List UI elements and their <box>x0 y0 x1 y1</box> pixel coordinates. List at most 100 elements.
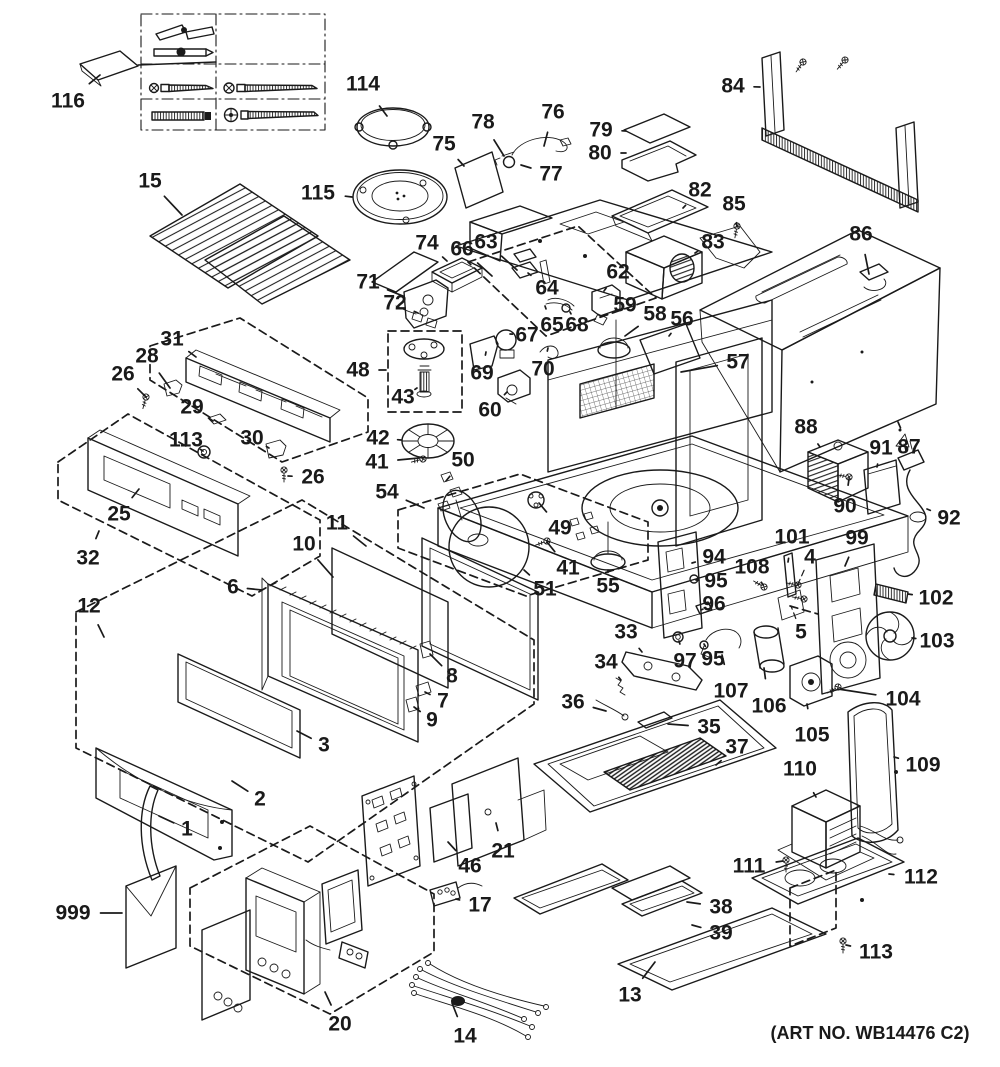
callout-label-105: 105 <box>794 724 829 747</box>
callout-leader-39 <box>691 924 702 929</box>
plate-5 <box>777 589 805 621</box>
callout-label-46: 46 <box>458 855 481 878</box>
callout-label-33: 33 <box>614 621 637 644</box>
callout-label-99: 99 <box>845 527 868 550</box>
door-frame-6 <box>261 577 419 743</box>
callout-leader-10 <box>317 558 334 578</box>
callout-leader-4 <box>797 569 805 585</box>
callout-label-3: 3 <box>318 734 330 757</box>
mounting-template <box>79 50 217 87</box>
callout-label-37: 37 <box>725 736 748 759</box>
thermostat-and-wire <box>494 137 572 169</box>
callout-label-68: 68 <box>565 314 589 337</box>
callout-label-77: 77 <box>539 163 562 186</box>
callout-leader-96 <box>700 608 704 611</box>
callout-label-6: 6 <box>227 576 239 599</box>
callout-leader-49 <box>538 502 548 513</box>
callout-label-94: 94 <box>702 546 726 569</box>
exhaust-fan-assembly <box>625 235 703 300</box>
door-outer-panel-2 <box>95 747 233 861</box>
screw-84 <box>793 57 808 75</box>
bottom-pan <box>751 837 905 954</box>
turntable-coupler-group <box>387 330 463 413</box>
callout-leader-8 <box>429 653 443 667</box>
callout-leader-66 <box>476 262 493 277</box>
callout-label-91: 91 <box>869 437 893 460</box>
air-guide-group <box>397 471 649 597</box>
callout-label-21: 21 <box>491 840 515 863</box>
callout-label-55: 55 <box>596 575 620 598</box>
exhaust-duct <box>611 189 709 242</box>
callout-label-62: 62 <box>606 261 629 284</box>
board-cover-21 <box>451 757 547 867</box>
callout-leader-41 <box>546 541 556 553</box>
callout-leader-107 <box>721 654 726 666</box>
callout-leader-83 <box>694 250 699 254</box>
cooling-fan-wheel <box>401 423 455 466</box>
clip-29 <box>207 413 227 425</box>
latch-board <box>595 531 713 729</box>
callout-label-111: 111 <box>733 855 766 878</box>
callout-leader-72 <box>413 310 419 314</box>
callout-label-78: 78 <box>471 111 495 134</box>
phillips-screw-short-icon <box>148 82 214 94</box>
callout-label-29: 29 <box>180 396 203 419</box>
callout-leader-58 <box>624 325 639 337</box>
callout-label-88: 88 <box>794 416 818 439</box>
door-outer-glass-3 <box>177 653 301 759</box>
callout-leader-110 <box>812 791 817 798</box>
stirrer-cover-disc <box>448 506 530 588</box>
callout-leader-82 <box>682 204 687 209</box>
callout-leader-26 <box>136 387 147 398</box>
callout-leader-101 <box>787 557 790 563</box>
callout-leader-114 <box>378 105 388 117</box>
connector-17 <box>429 881 483 907</box>
fan-motor-105 <box>789 655 833 707</box>
callout-label-114: 114 <box>346 73 380 96</box>
callout-leader-87 <box>897 421 902 429</box>
callout-label-57: 57 <box>726 351 749 374</box>
top-air-guide-assembly <box>455 199 773 301</box>
callout-label-72: 72 <box>383 292 406 315</box>
clamp-107 <box>700 628 742 658</box>
callout-label-109: 109 <box>905 754 940 777</box>
callout-label-31: 31 <box>160 328 184 351</box>
fan-blade-103 <box>865 611 915 661</box>
callout-leader-68 <box>569 311 572 315</box>
vent-grille <box>454 151 504 209</box>
callout-leader-56 <box>668 332 672 337</box>
callout-label-58: 58 <box>643 303 667 326</box>
callout-label-92: 92 <box>937 507 960 530</box>
callout-label-20: 20 <box>328 1013 351 1036</box>
phillips-screw-long-icon <box>223 82 318 94</box>
callout-label-17: 17 <box>468 894 491 917</box>
callout-leader-6 <box>246 587 263 591</box>
grease-filter-frame-13 <box>617 907 827 991</box>
callout-label-51: 51 <box>533 578 557 601</box>
screw-108 <box>751 577 769 592</box>
callout-label-110: 110 <box>783 758 817 781</box>
outer-case-wrapper <box>699 57 941 473</box>
callout-label-95: 95 <box>701 648 725 671</box>
callout-label-49: 49 <box>548 517 571 540</box>
callout-leader-15 <box>163 195 183 216</box>
callout-label-107: 107 <box>713 680 748 703</box>
callout-leader-108 <box>760 581 764 586</box>
callout-leader-115 <box>344 195 353 198</box>
callout-label-95: 95 <box>704 570 728 593</box>
callout-label-106: 106 <box>751 695 786 718</box>
callout-leader-34 <box>617 676 622 681</box>
callout-leader-28 <box>158 372 171 389</box>
callout-label-30: 30 <box>240 427 263 450</box>
callout-label-70: 70 <box>531 358 554 381</box>
callout-label-13: 13 <box>618 984 641 1007</box>
callout-leader-36 <box>592 706 607 712</box>
connector-block <box>338 941 369 969</box>
insulator-46 <box>429 793 473 863</box>
callout-label-1: 1 <box>181 818 193 841</box>
callout-label-8: 8 <box>446 665 458 688</box>
bracket-28 <box>163 379 183 397</box>
hardware-kit-box <box>140 13 326 131</box>
callout-label-38: 38 <box>709 896 733 919</box>
